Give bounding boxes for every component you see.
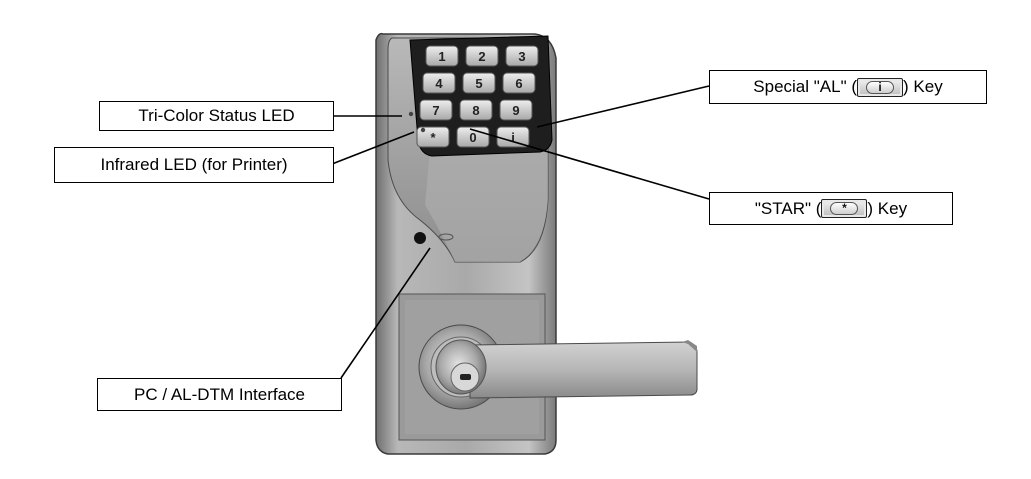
keypad-key-8[interactable]: 8 bbox=[459, 99, 493, 121]
star-key-icon: * bbox=[821, 199, 868, 218]
callout-tri-color-status-led: Tri-Color Status LED bbox=[99, 101, 334, 131]
keypad-key-label: i bbox=[511, 130, 515, 145]
leader-line-al-key bbox=[536, 85, 710, 128]
keypad-key-label: 3 bbox=[518, 49, 525, 64]
keypad-key-i[interactable]: i bbox=[496, 126, 530, 148]
leader-line-star-key bbox=[469, 128, 710, 200]
keypad-keys: 1 2 3 4 5 6 7 8 9 * 0 i bbox=[416, 45, 539, 148]
callout-infrared-led: Infrared LED (for Printer) bbox=[54, 147, 334, 183]
keypad-key-5[interactable]: 5 bbox=[462, 72, 496, 94]
callout-al-key: Special "AL" ( i ) Key bbox=[709, 70, 987, 104]
tri-color-status-led bbox=[408, 111, 414, 117]
pc-interface-port bbox=[414, 232, 454, 244]
al-key-icon: i bbox=[857, 77, 904, 97]
callout-al-key-suffix: ) Key bbox=[903, 77, 943, 96]
leader-lines bbox=[331, 85, 710, 379]
infrared-led bbox=[420, 127, 426, 133]
keypad-key-2[interactable]: 2 bbox=[465, 45, 499, 67]
keypad-key-label: 0 bbox=[469, 130, 476, 145]
keypad-key-label: 4 bbox=[435, 76, 443, 91]
keypad-key-label: 7 bbox=[432, 103, 439, 118]
keypad-key-9[interactable]: 9 bbox=[499, 99, 533, 121]
keypad: 1 2 3 4 5 6 7 8 9 * 0 i bbox=[409, 35, 553, 157]
keypad-key-star[interactable]: * bbox=[416, 126, 450, 148]
keypad-key-4[interactable]: 4 bbox=[422, 72, 456, 94]
keypad-key-label: * bbox=[430, 130, 436, 145]
keypad-key-label: 8 bbox=[472, 103, 479, 118]
keypad-key-label: 1 bbox=[438, 49, 445, 64]
keypad-key-label: 6 bbox=[515, 76, 522, 91]
callout-star-key: "STAR" ( * ) Key bbox=[709, 192, 953, 225]
keypad-key-7[interactable]: 7 bbox=[419, 99, 453, 121]
callout-star-key-prefix: "STAR" ( bbox=[754, 198, 822, 218]
lever-handle bbox=[418, 324, 698, 410]
keypad-key-3[interactable]: 3 bbox=[505, 45, 539, 67]
keypad-key-1[interactable]: 1 bbox=[425, 45, 459, 67]
callout-al-key-prefix: Special "AL" ( bbox=[753, 77, 858, 96]
callout-pc-interface: PC / AL-DTM Interface bbox=[97, 378, 342, 411]
callout-tri-color-status-led-label: Tri-Color Status LED bbox=[138, 106, 295, 125]
callout-star-key-suffix: ) Key bbox=[867, 198, 908, 218]
keypad-key-6[interactable]: 6 bbox=[502, 72, 536, 94]
callout-infrared-led-label: Infrared LED (for Printer) bbox=[100, 155, 288, 174]
leader-line-infrared-led bbox=[331, 131, 415, 165]
keypad-key-label: 9 bbox=[512, 103, 519, 118]
keypad-key-label: 2 bbox=[478, 49, 485, 64]
callout-pc-interface-label: PC / AL-DTM Interface bbox=[134, 384, 305, 404]
keypad-key-label: 5 bbox=[475, 76, 482, 91]
leader-line-pc-interface bbox=[340, 247, 431, 379]
